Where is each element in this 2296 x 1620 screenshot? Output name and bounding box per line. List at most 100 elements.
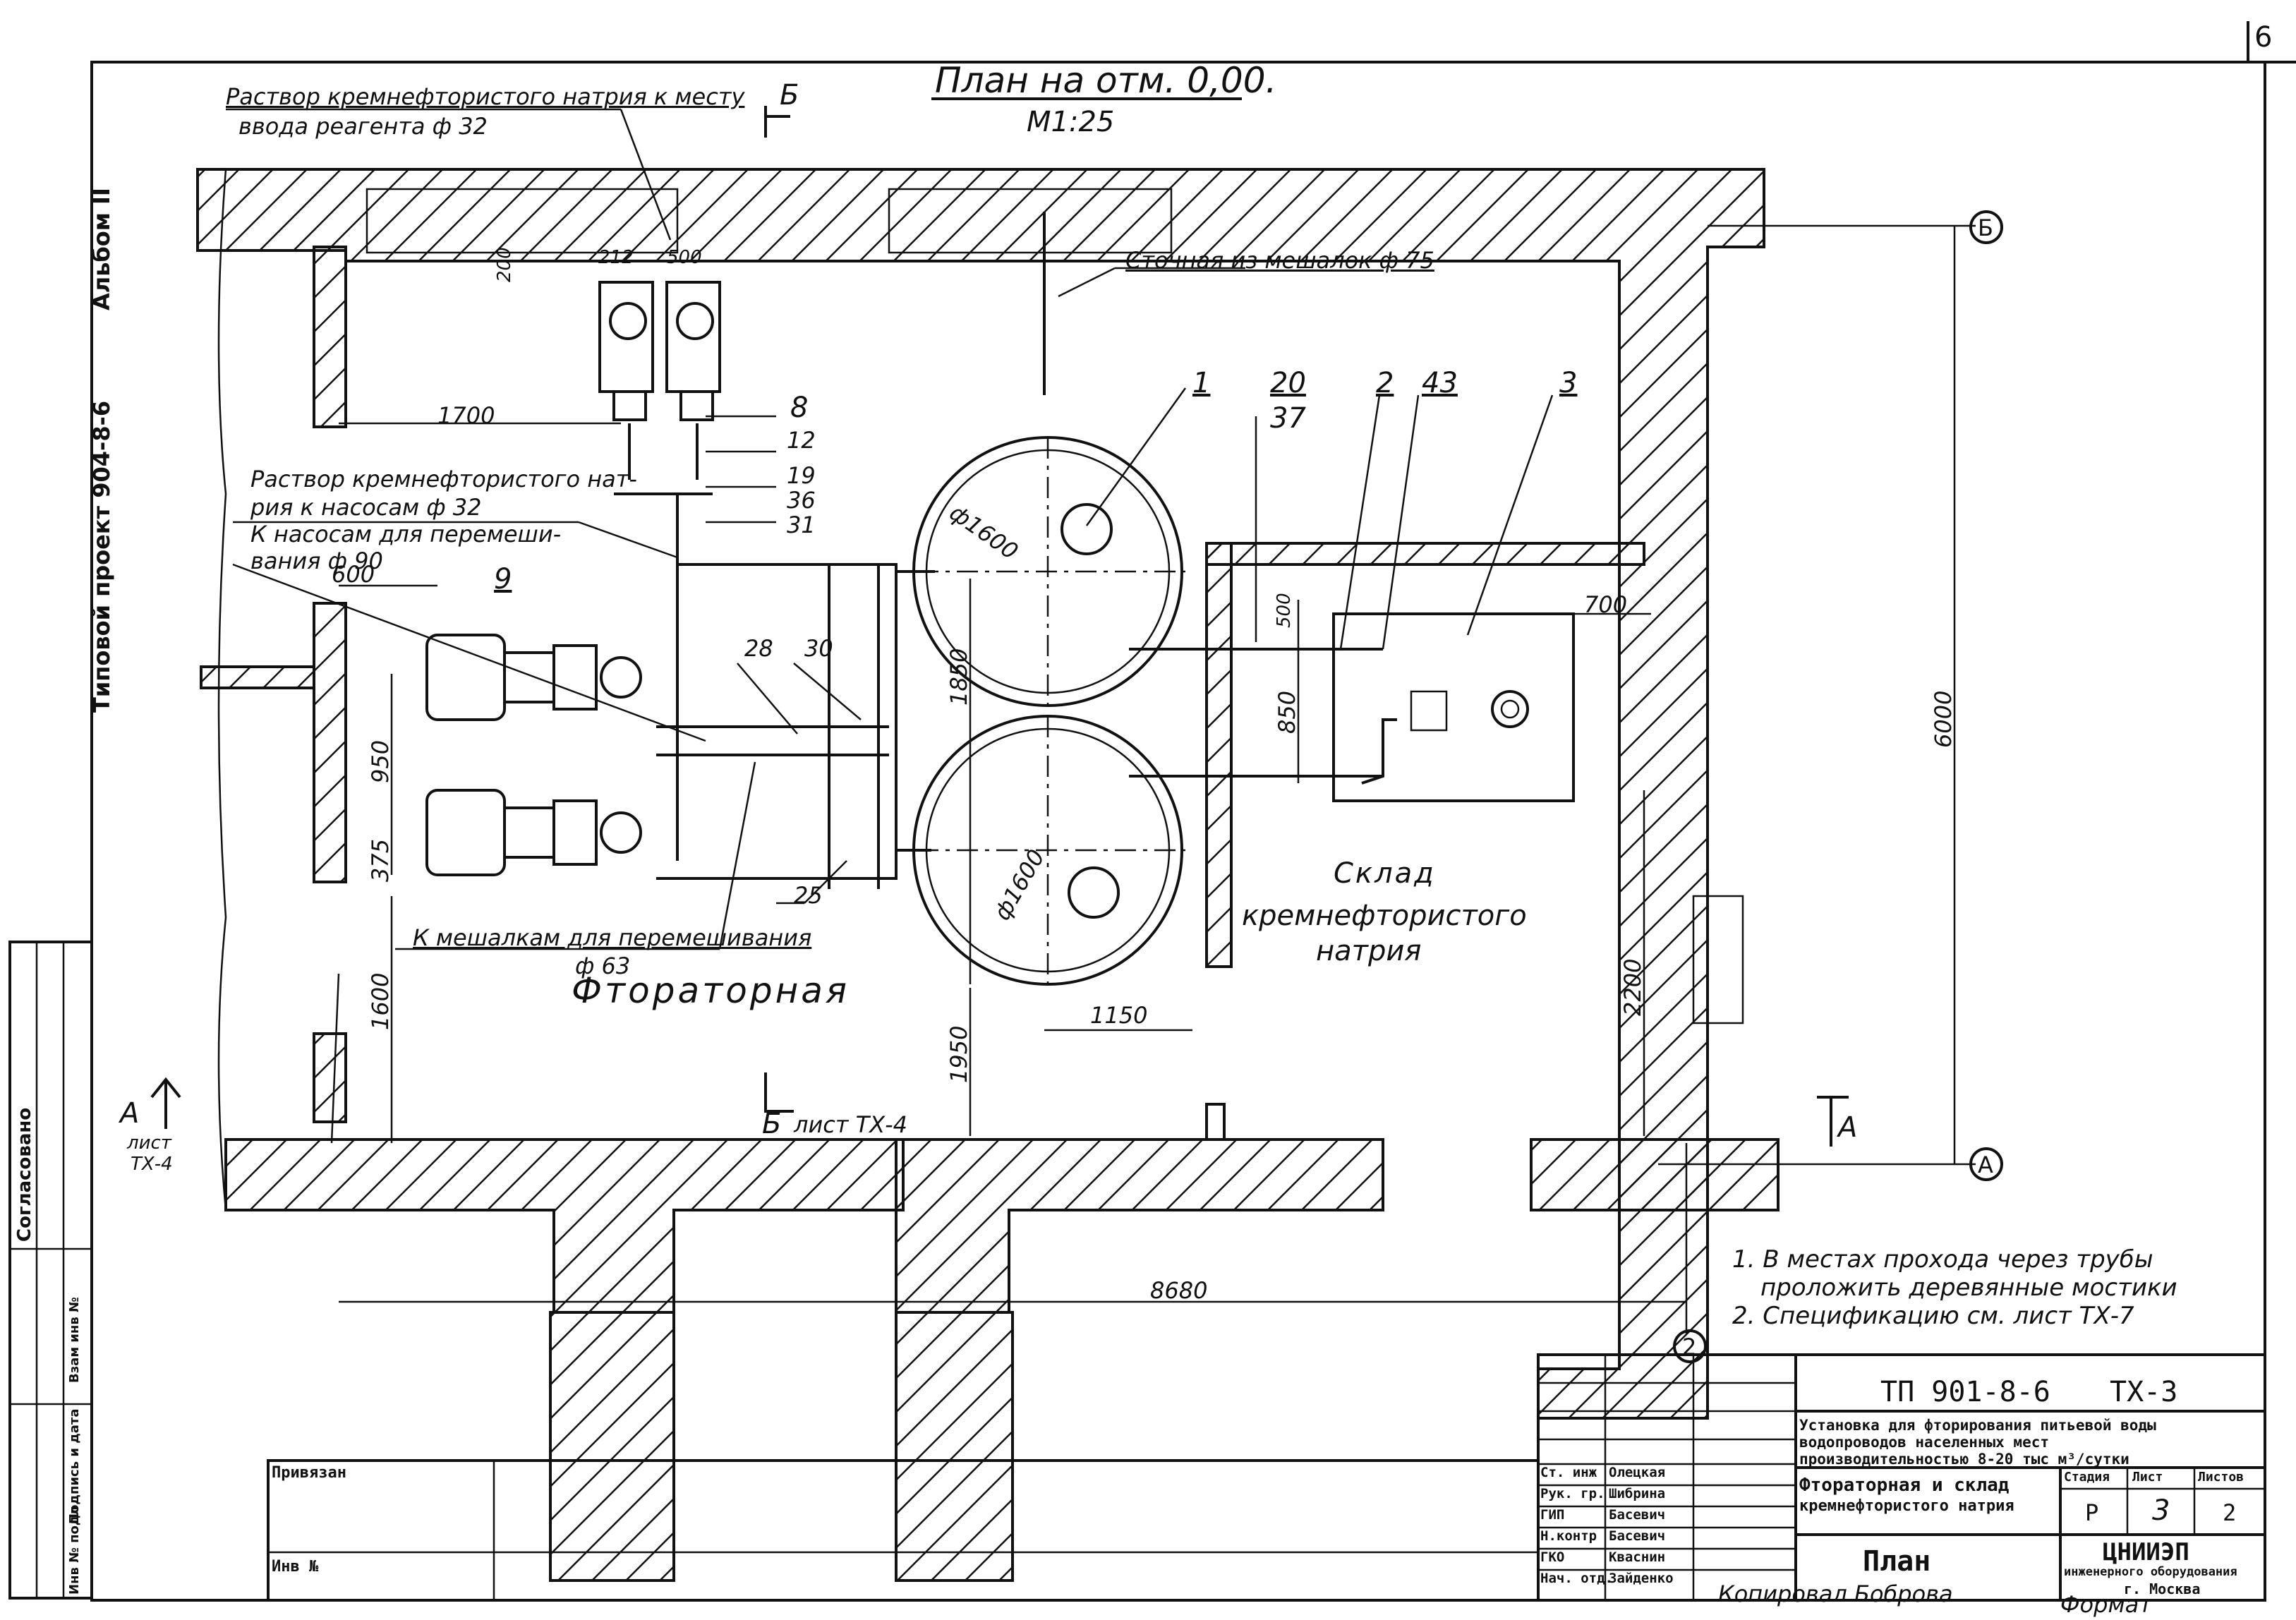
pos-3: 3 — [1559, 367, 1578, 399]
stamp-hdr-stage: Стадия — [2064, 1470, 2110, 1485]
stamp-desc-2: водопроводов населенных мест — [1799, 1434, 2050, 1451]
pos-37: 37 — [1270, 402, 1306, 435]
margin-table — [8, 941, 93, 1600]
stamp-name-row-3: Басевич — [1609, 1507, 1666, 1523]
stamp-plan: План — [1863, 1545, 1931, 1578]
stamp-name-1: Фтораторная и склад — [1799, 1475, 2010, 1496]
dim-950: 950 — [367, 739, 394, 783]
margin-col-sign: Подпись и дата — [67, 1408, 82, 1524]
callout-pumps-2: рия к насосам ф 32 — [250, 494, 482, 521]
dim-700: 700 — [1584, 591, 1628, 618]
dim-850: 850 — [1274, 690, 1300, 734]
section-a-right: А — [1838, 1111, 1858, 1144]
dim-1850: 1850 — [945, 648, 972, 706]
margin-col-repl: Взам инв № — [67, 1297, 82, 1383]
pos-12: 12 — [787, 427, 816, 454]
pos-1: 1 — [1192, 367, 1211, 399]
pipelines — [656, 212, 1383, 889]
pos-31: 31 — [787, 512, 816, 538]
dim-500: 500 — [667, 247, 702, 268]
stamp-stage: Р — [2085, 1499, 2099, 1526]
callout-stirrers-1: К мешалкам для перемешивания — [413, 924, 812, 951]
callout-pumps-1: Раствор кремнефтористого нат- — [250, 466, 637, 492]
dosing-pumps — [598, 281, 721, 861]
agreed-label: Согласовано — [14, 1107, 35, 1242]
stamp-name-row-4: Басевич — [1609, 1528, 1666, 1544]
dim-375: 375 — [367, 838, 394, 882]
mixing-pumps — [425, 634, 642, 876]
stamp-role-5: ГКО — [1540, 1549, 1565, 1565]
stamp-name-row-2: Шибрина — [1609, 1486, 1666, 1501]
dim-500b: 500 — [1274, 593, 1295, 628]
stamp-name-2: кремнефтористого натрия — [1799, 1497, 2014, 1515]
dim-200: 200 — [494, 247, 515, 282]
axis-a: А — [1978, 1151, 1993, 1178]
dim-1700: 1700 — [437, 402, 495, 429]
section-b-top: Б — [780, 79, 799, 111]
dim-6000: 6000 — [1930, 690, 1957, 748]
dim-2200: 2200 — [1619, 958, 1646, 1016]
title-block-lines — [267, 1353, 2266, 1602]
stamp-copied: Копировал Боброва — [1718, 1580, 1953, 1607]
note-1b: проложить деревянные мостики — [1760, 1274, 2177, 1302]
stamp-sheet-code: ТХ-3 — [2110, 1376, 2178, 1408]
section-b-bottom: Б — [762, 1108, 782, 1140]
stamp-org-3: г. Москва — [2124, 1580, 2201, 1597]
section-a-sheet-2: ТХ-4 — [131, 1154, 173, 1175]
room-fluorinator: Фтораторная — [572, 970, 850, 1011]
reagent-storage-tank — [1332, 612, 1575, 802]
page-corner-number: 6 — [2254, 21, 2273, 54]
stamp-hdr-sheet: Лист — [2132, 1470, 2163, 1485]
axis-2: 2 — [1682, 1334, 1697, 1360]
section-b-sheet: лист ТХ-4 — [794, 1111, 908, 1138]
dim-1950: 1950 — [945, 1025, 972, 1083]
pos-28: 28 — [744, 635, 773, 662]
plan-scale: М1:25 — [1027, 106, 1115, 138]
stamp-name-row-5: Кваснин — [1609, 1549, 1666, 1565]
section-a-sheet-1: лист — [127, 1132, 171, 1154]
pos-36: 36 — [787, 487, 816, 514]
stamp-name-row-1: Олецкая — [1609, 1465, 1666, 1480]
stamp-bound: Привязан — [272, 1464, 346, 1482]
stamp-org-1: ЦНИИЭП — [2103, 1538, 2189, 1566]
dimension-lines — [330, 224, 1976, 1334]
stamp-role-3: ГИП — [1540, 1507, 1565, 1523]
dim-212: 212 — [598, 247, 634, 268]
project-label: Типовой проект 904-8-6 — [88, 400, 115, 713]
pos-43: 43 — [1422, 367, 1458, 399]
stamp-desc-3: производительностью 8-20 тыс м³/сутки — [1799, 1451, 2129, 1468]
stamp-role-2: Рук. гр. — [1540, 1486, 1605, 1501]
pos-9: 9 — [494, 563, 512, 596]
callout-reagent-2: ввода реагента ф 32 — [238, 113, 488, 140]
axis-markers — [1673, 210, 2003, 1363]
pos-19: 19 — [787, 462, 816, 489]
stamp-code: ТП 901-8-6 — [1880, 1376, 2050, 1408]
pos-30: 30 — [804, 635, 833, 662]
stamp-sheets: 2 — [2223, 1499, 2237, 1526]
note-1a: 1. В местах прохода через трубы — [1732, 1245, 2153, 1274]
leader-lines — [226, 108, 1554, 950]
stamp-format: Формат — [2060, 1591, 2152, 1618]
stamp-hdr-sheets: Листов — [2198, 1470, 2244, 1485]
album-label: Альбом II — [88, 188, 115, 310]
stamp-sheet: 3 — [2152, 1494, 2170, 1527]
stamp-desc-1: Установка для фторирования питьевой воды — [1799, 1417, 2156, 1434]
dim-600: 600 — [332, 561, 375, 588]
mixing-tank-2 — [912, 715, 1185, 986]
dim-1600: 1600 — [367, 972, 394, 1030]
callout-drain: Сточная из мешалок ф 75 — [1125, 247, 1434, 274]
axis-b: Б — [1978, 214, 1993, 241]
pos-8: 8 — [790, 392, 809, 424]
room-store-1: Склад — [1334, 857, 1436, 890]
pos-2: 2 — [1376, 367, 1394, 399]
section-a-left: А — [120, 1097, 140, 1130]
note-2: 2. Спецификацию см. лист ТХ-7 — [1732, 1302, 2134, 1330]
callout-stirrers-2: ф 63 — [575, 953, 631, 979]
dim-8680: 8680 — [1150, 1277, 1208, 1304]
stamp-inv: Инв № — [272, 1558, 319, 1576]
stamp-role-1: Ст. инж — [1540, 1465, 1597, 1480]
room-store-2: кремнефтористого — [1242, 900, 1527, 932]
callout-mixing-1: К насосам для перемеши- — [250, 521, 562, 548]
stamp-name-row-6: Зайденко — [1609, 1571, 1674, 1586]
